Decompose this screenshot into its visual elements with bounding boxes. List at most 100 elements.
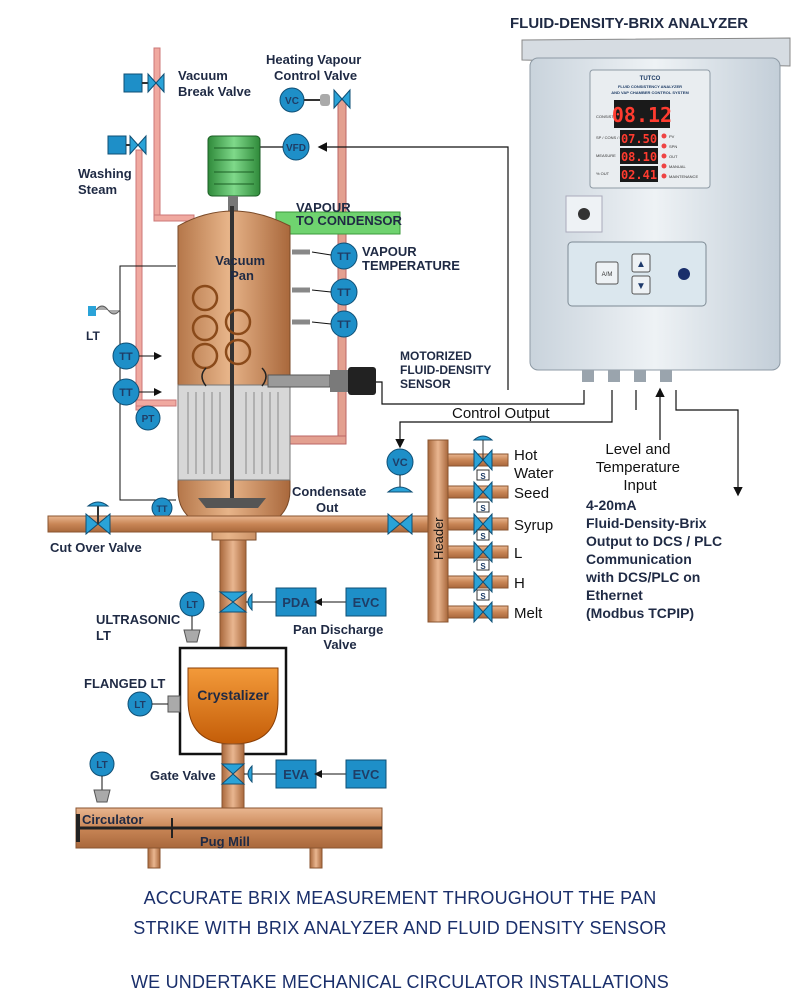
hot-water-valve[interactable] [472,435,494,472]
tt-transmitter[interactable]: TT [292,242,358,270]
heating-vapour-control-valve[interactable]: VC [279,87,351,113]
evc-tag: EVC [353,595,380,610]
down-button[interactable]: ▼ [631,275,651,295]
tt-left-2[interactable]: TT [112,378,140,406]
up-button[interactable]: ▲ [631,253,651,273]
vc-tag: VC [285,96,299,107]
ultrasonic-lt-label: ULTRASONIC LT [96,612,184,643]
gate-valve-label: Gate Valve [150,768,216,783]
syrup-valve[interactable]: S [473,501,493,536]
s-tag: S [480,592,486,601]
display-row-label: SP / CONS / MEAS [596,135,631,140]
h-label: H [514,575,525,592]
tt-bottom-left[interactable]: TT [151,497,173,519]
header-pipe [427,439,449,623]
vacuum-pan [177,206,291,541]
melt-valve[interactable]: S [473,589,493,624]
footer-line-2: STRIKE WITH BRIX ANALYZER AND FLUID DENS… [133,918,667,938]
display-row-consistency: CONSISTENCY 08.12 [596,100,672,128]
down-arrow-icon: ▼ [636,281,646,292]
lt-pug-mill[interactable]: LT [89,751,115,803]
tt-transmitter[interactable]: TT [292,310,358,338]
eva-box[interactable]: EVA [275,759,317,789]
up-arrow-icon: ▲ [636,259,646,270]
control-output-label: Control Output [452,405,550,422]
vapour-temperature-transmitters: TT TT TT [292,242,358,338]
pan-discharge-valve-label: Pan Discharge Valve [293,622,387,652]
vfd-instrument[interactable]: VFD [282,133,310,161]
tt-tag: TT [337,287,351,299]
crystalizer-vessel [187,667,279,745]
seed-valve[interactable]: S [473,469,493,504]
lt-tag: LT [134,700,145,711]
level-temp-input-label: Level and Temperature Input [596,441,684,494]
tt-left-1[interactable]: TT [112,342,140,370]
s-tag: S [480,532,486,541]
footer-line-1: ACCURATE BRIX MEASUREMENT THROUGHOUT THE… [143,888,657,908]
vc-tag: VC [392,457,407,469]
s-tag: S [480,472,486,481]
setpoint-readout: 07.50 [621,132,657,146]
evc-tag: EVC [353,767,380,782]
s-tag: S [480,504,486,513]
condensate-out-label: Condensate Out [292,484,370,515]
analyzer-heading-1: FLUID CONSISTENCY ANALYZER [618,84,682,89]
footer-line-3: WE UNDERTAKE MECHANICAL CIRCULATOR INSTA… [130,972,670,992]
display-row-setpoint: SP / CONS / MEAS 07.50 [596,130,658,146]
seed-label: Seed [514,485,549,502]
s-tag: S [480,562,486,571]
indicator-label: MANUAL [669,164,686,169]
l-valve[interactable]: S [473,529,493,564]
circulator-label: Circulator [82,812,143,827]
feed-valve[interactable] [387,512,413,536]
pug-mill [75,807,383,869]
display-row-label: CONSISTENCY [596,114,625,119]
feed-control-valve[interactable]: VC [386,448,414,493]
syrup-label: Syrup [514,517,553,534]
melt-label: Melt [514,605,543,622]
flanged-lt[interactable]: LT [127,691,181,717]
gate-valve[interactable] [220,763,276,785]
lt-side-instrument[interactable] [88,305,121,316]
vacuum-break-valve[interactable] [123,72,165,94]
evc-box-1[interactable]: EVC [345,587,387,617]
analyzer-heading-2: AND VAP CHAMBER CONTROL SYSTEM [611,90,689,95]
evc-box-2[interactable]: EVC [345,759,387,789]
eva-tag: EVA [283,767,309,782]
motorized-sensor-label: MOTORIZED FLUID-DENSITY SENSOR [400,349,494,391]
heating-vapour-label: Heating Vapour Control Valve [266,52,365,83]
hot-water-label: Hot Water [514,447,553,482]
display-row-label: MEASURE [596,153,616,158]
pt-tag: PT [142,414,155,425]
cut-over-valve[interactable] [85,501,111,536]
h-valve[interactable]: S [473,559,493,594]
lt-discharge[interactable]: LT [179,591,205,643]
auto-manual-button[interactable]: A/M [595,261,619,285]
motorized-fluid-density-sensor[interactable] [267,367,376,395]
tt-transmitter[interactable]: TT [292,278,358,306]
output-readout: 02.41 [621,168,657,182]
vacuum-pan-label: Vacuum Pan [215,253,268,283]
analyzer-title: FLUID-DENSITY-BRIX ANALYZER [510,15,748,32]
pug-mill-label: Pug Mill [200,834,250,849]
consistency-readout: 08.12 [612,103,672,127]
pda-box[interactable]: PDA [275,587,317,617]
tt-tag: TT [337,251,351,263]
l-label: L [514,545,522,562]
pan-discharge-valve[interactable] [218,591,276,613]
lt-label-left: LT [86,329,100,343]
display-row-output: % OUT 02.41 [596,166,658,182]
output-description: 4-20mA Fluid-Density-Brix Output to DCS … [585,497,726,621]
status-indicators: PV SPN OUT MANUAL MAINTENANCE [661,133,698,179]
header-label: Header [431,517,446,560]
agitator-motor [207,135,261,214]
cut-over-valve-label: Cut Over Valve [50,540,142,555]
enter-button[interactable] [678,268,690,280]
flanged-lt-label: FLANGED LT [84,676,165,691]
lt-tag: LT [186,600,197,611]
pt-left[interactable]: PT [135,405,161,431]
washing-steam-valve[interactable] [107,134,147,156]
crystalizer-label: Crystalizer [197,687,269,703]
vapour-temperature-label: VAPOUR TEMPERATURE [362,244,460,273]
tt-tag: TT [157,504,168,514]
